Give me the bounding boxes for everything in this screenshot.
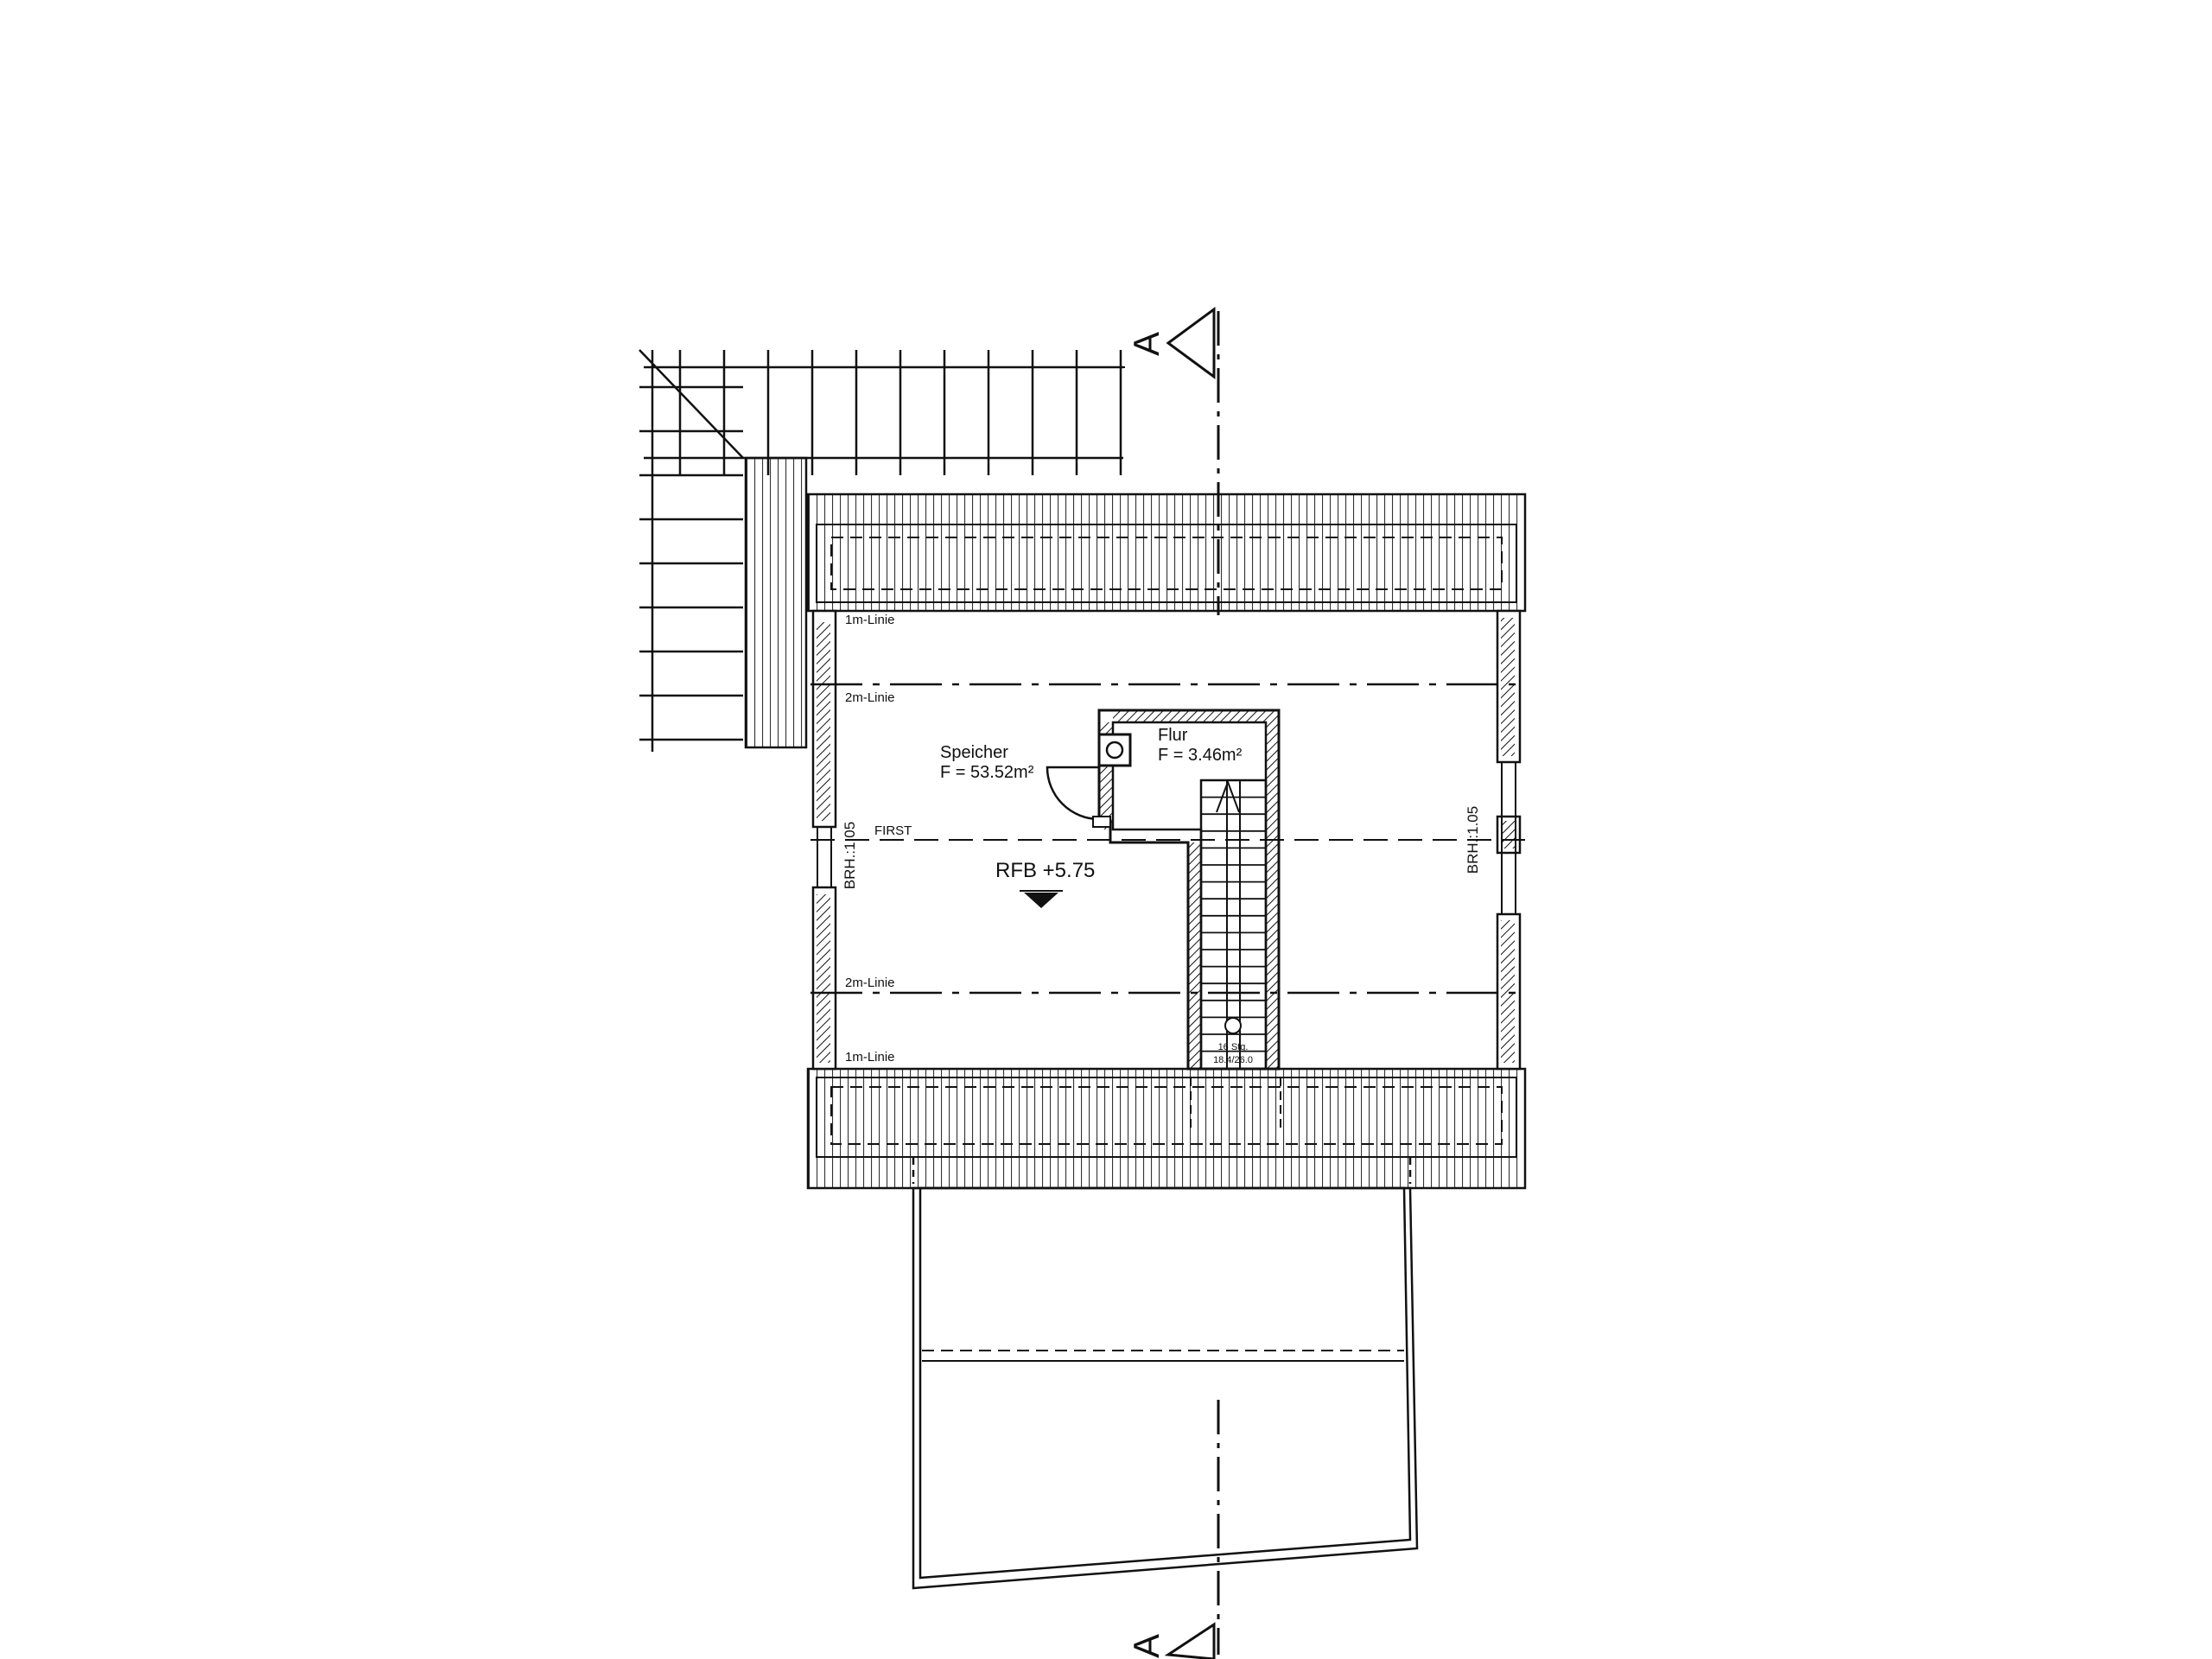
- room-name-speicher: Speicher: [940, 743, 1008, 762]
- door-swing: [1046, 766, 1100, 821]
- lower-annex: [912, 1158, 1419, 1590]
- room-area-flur: F = 3.46m²: [1158, 746, 1243, 765]
- line-label-2m-top: 2m-Linie: [845, 690, 895, 705]
- room-name-flur: Flur: [1158, 726, 1188, 745]
- staircase: [1199, 779, 1268, 1071]
- level-marker-icon: [1024, 893, 1058, 908]
- section-label-bottom: A: [1126, 1634, 1166, 1658]
- chimney: [1097, 733, 1132, 767]
- section-arrow-bottom-icon: [1164, 1622, 1216, 1659]
- height-lines: [810, 683, 1525, 995]
- stair-start-icon: [1224, 1017, 1242, 1034]
- stair-ratio-label: 18.4/26.0: [1213, 1055, 1253, 1065]
- roof-top: [806, 493, 1527, 613]
- chimney-flue-icon: [1105, 741, 1124, 760]
- line-label-1m-top: 1m-Linie: [845, 613, 895, 627]
- roof-bottom: [806, 1067, 1527, 1190]
- line-label-first: FIRST: [874, 823, 912, 838]
- stair-core: [1046, 709, 1281, 1071]
- room-area-speicher: F = 53.52m²: [940, 763, 1034, 782]
- brh-label-left: BRH.:1.05: [842, 822, 858, 889]
- line-label-2m-bottom: 2m-Linie: [845, 976, 895, 990]
- pergola-trellis: [639, 349, 1125, 752]
- exterior-walls: [811, 609, 1522, 1071]
- level-label: RFB +5.75: [995, 859, 1095, 882]
- stair-direction-arrow-icon: [1216, 779, 1240, 813]
- section-label-top: A: [1126, 332, 1166, 356]
- stair-steps-label: 16 Stg.: [1218, 1042, 1249, 1052]
- brh-label-right: BRH.:1.05: [1465, 806, 1481, 874]
- line-label-1m-bottom: 1m-Linie: [845, 1050, 895, 1065]
- section-arrow-top-icon: [1166, 307, 1216, 379]
